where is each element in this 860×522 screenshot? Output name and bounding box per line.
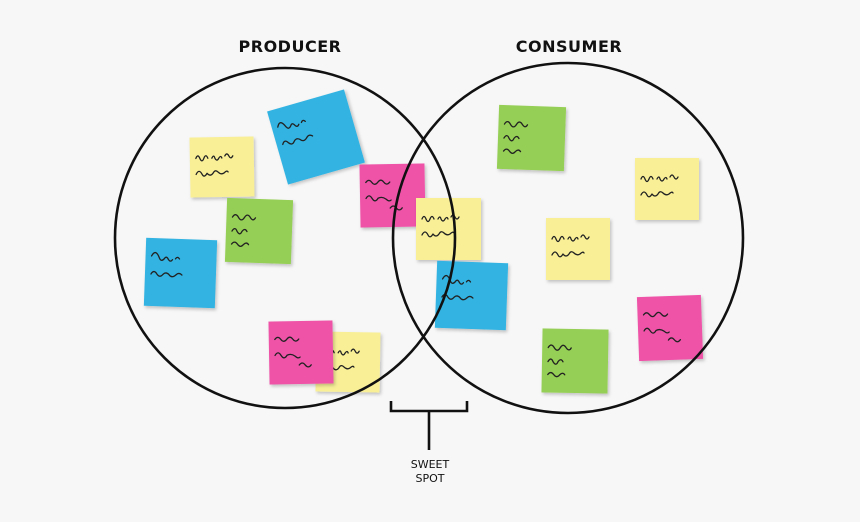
sticky-note-paper [416,198,481,260]
sticky-note-green-producer [224,197,294,265]
sweet-spot-bracket [389,401,469,450]
sticky-note-paper [359,163,426,228]
consumer-label: CONSUMER [515,37,623,56]
sweet-spot-label-line-2: SPOT [415,472,445,485]
sticky-note-yellow-producer [189,136,255,198]
sticky-note-paper [189,136,255,198]
producer-circle [113,66,457,410]
sticky-note-blue-intersection [434,260,509,331]
sticky-note-paper [635,158,699,220]
consumer-circle [391,61,745,415]
sticky-note-green-consumer [541,328,609,394]
sticky-note-paper [496,104,567,172]
sticky-note-paper [268,320,334,385]
sticky-note-paper [267,89,365,185]
sticky-note-paper [541,328,609,394]
sticky-note-paper [143,237,218,309]
sweet-spot-label-line-1: SWEET [410,458,450,471]
sticky-note-blue-producer [267,89,365,185]
sticky-note-paper [224,197,294,265]
sticky-note-yellow-intersection [416,198,481,260]
sticky-note-yellow-consumer [635,158,699,220]
sticky-note-paper [434,260,509,331]
sticky-note-pink-producer [268,320,334,385]
sticky-note-paper [546,218,610,280]
sticky-note-paper [636,294,704,362]
sticky-note-pink-intersection [359,163,426,228]
sticky-note-pink-consumer [636,294,704,362]
sticky-note-green-consumer [496,104,567,172]
producer-label: PRODUCER [238,37,342,56]
sticky-note-blue-producer [143,237,218,309]
sticky-note-yellow-consumer [546,218,610,280]
